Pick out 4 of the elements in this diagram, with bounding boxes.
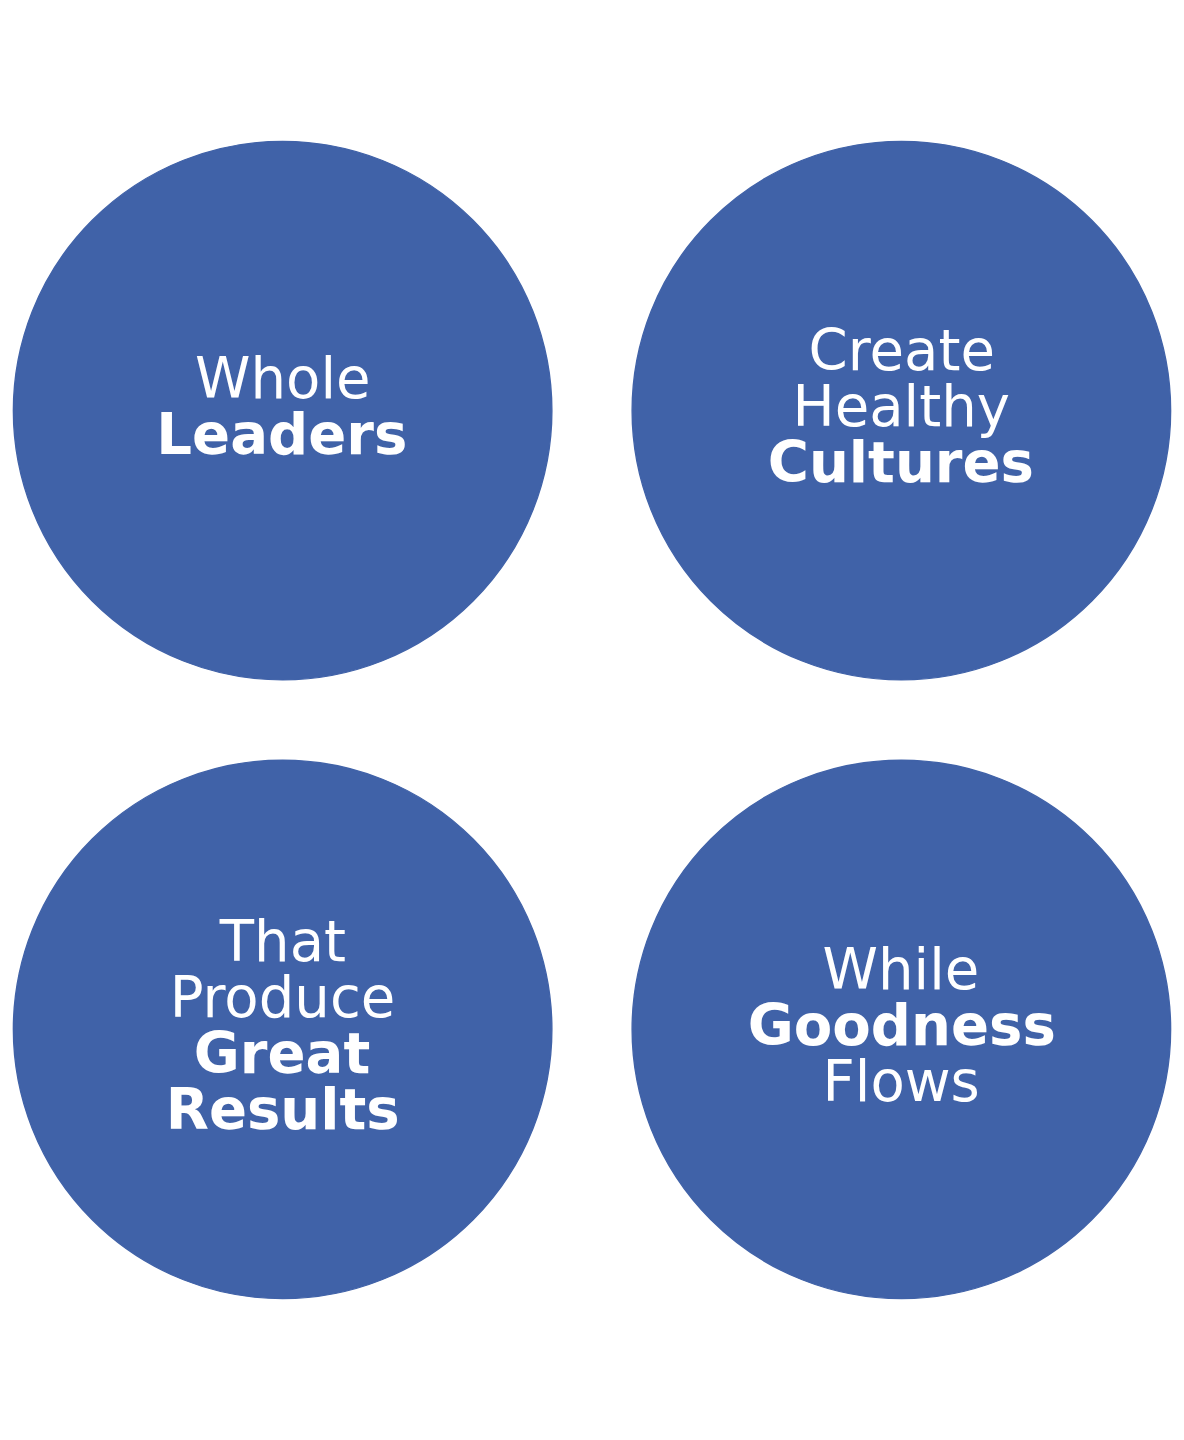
node-circle: Whole Leaders	[12, 140, 553, 681]
node-circle: Create Healthy Cultures	[631, 140, 1172, 681]
node-circle: That Produce Great Results	[12, 759, 553, 1300]
node-circle: While Goodness Flows	[631, 759, 1172, 1300]
